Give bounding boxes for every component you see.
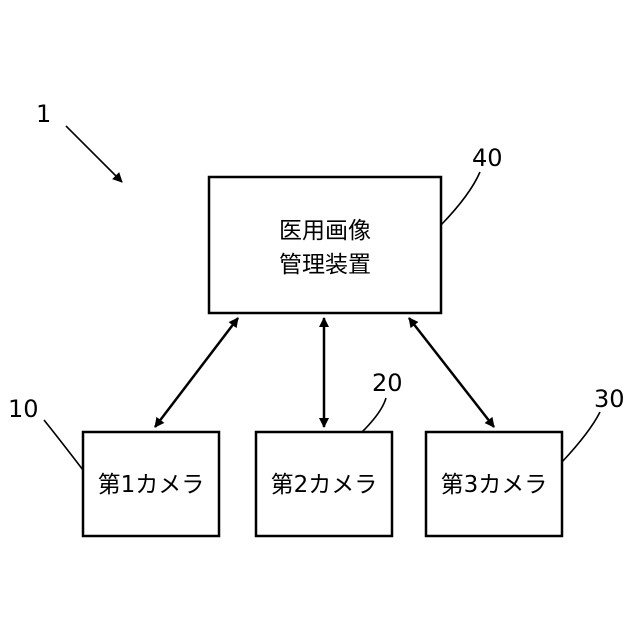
- management-device-box: [209, 177, 441, 313]
- camera-2-node: 第2カメラ: [256, 432, 392, 536]
- camera-3-ref-leader: [562, 412, 600, 462]
- management-device-label-line2: 管理装置: [279, 252, 371, 278]
- camera-1-ref-label: 10: [8, 395, 39, 423]
- management-device-node: 医用画像 管理装置: [209, 177, 441, 313]
- camera-1-label: 第1カメラ: [98, 472, 205, 498]
- camera-1-node: 第1カメラ: [83, 432, 219, 536]
- camera-3-label: 第3カメラ: [441, 472, 548, 498]
- camera-3-connection-arrow: [409, 318, 494, 427]
- management-device-ref-leader: [441, 172, 480, 225]
- camera-3-node: 第3カメラ: [426, 432, 562, 536]
- management-device-ref-label: 40: [472, 144, 503, 172]
- system-ref-arrow: [66, 126, 122, 182]
- camera-2-ref-leader: [362, 398, 386, 432]
- system-ref-label: 1: [36, 100, 51, 128]
- camera-2-label: 第2カメラ: [271, 472, 378, 498]
- camera-1-ref-leader: [44, 420, 83, 470]
- management-device-label-line1: 医用画像: [279, 218, 371, 244]
- camera-2-ref-label: 20: [372, 369, 403, 397]
- camera-3-ref-label: 30: [594, 385, 625, 413]
- camera-1-connection-arrow: [155, 318, 238, 427]
